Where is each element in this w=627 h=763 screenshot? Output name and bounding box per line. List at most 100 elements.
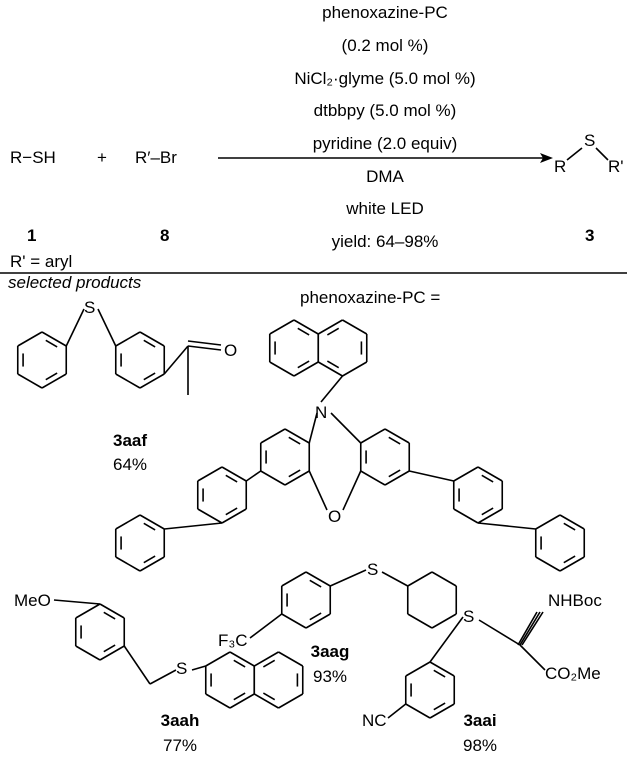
bond [308,412,318,444]
double-bond [225,474,238,483]
bond [187,345,222,351]
double-bond [143,555,156,564]
double-bond [388,469,401,478]
double-bond [143,372,156,381]
ring-bond [115,331,141,347]
ring-bond [281,613,307,629]
ring-bond [260,470,286,486]
atom-meo: MeO [14,591,51,610]
conditions: phenoxazine-PC (0.2 mol %) NiCl₂·glyme (… [294,3,475,251]
ring-bond [305,613,331,629]
bond [409,470,454,482]
ring-bond [535,556,561,572]
ring-bond [305,571,331,587]
double-bond [433,702,446,711]
bond [123,645,151,685]
product-labels: 3aaf 64% 3aag 93% 3aah 77% 3aai 98% [113,431,497,755]
product-s: S [584,131,595,150]
double-bond [297,327,310,336]
atom-labels: S O N O S F₃C MeO S NC S NHBoc CO₂Me [14,298,602,730]
ring-bond [429,703,455,719]
ring-bond [75,603,101,619]
ring-bond [269,319,295,335]
bond [381,571,409,587]
ring-bond [139,373,165,389]
product-id-3aag: 3aag [311,642,350,661]
ring-bond [260,428,286,444]
ring-bond [477,466,503,482]
double-bond [309,612,322,621]
double-bond [563,522,576,531]
ring-bond [197,508,223,524]
ring-bond [360,428,386,444]
double-bond [225,507,238,516]
ring-bond [431,571,457,587]
bond [329,569,367,587]
ring-bond [293,361,319,377]
ring-bond [75,645,101,661]
product-id-3aah: 3aah [161,711,200,730]
ring-bond [115,556,141,572]
ring-bond [317,361,343,377]
atom-o: O [224,341,237,360]
ring-bond [293,319,319,335]
wedge-bond [519,611,541,646]
ring-bond [360,470,386,486]
double-bond [309,579,322,588]
bond [429,616,464,663]
ring-bond [284,470,310,486]
product-yield-3aaf: 64% [113,455,147,474]
bond [187,340,222,346]
atom-s: S [84,298,95,317]
ring-bond [205,651,231,667]
bond [163,345,189,375]
r-prime-note: R' = aryl [10,252,72,271]
ring-bond [115,514,141,530]
double-bond [233,659,246,668]
bond [478,619,521,646]
reaction-arrow [218,153,553,163]
plus-sign: + [97,148,107,167]
bond [519,644,546,671]
product-id-3aaf: 3aaf [113,431,147,450]
bond [249,613,283,639]
bond [308,470,328,511]
product-r: R [554,157,566,176]
ring-bond [278,651,304,667]
ring-bond [139,556,165,572]
atom-cf3: F₃C [218,631,248,650]
ring-bond [453,508,479,524]
double-bond [103,611,116,620]
wedge-bond [517,611,538,646]
bond [477,522,536,530]
ring-bond [205,693,231,709]
double-bond [326,360,340,369]
condition-line: white LED [345,199,423,218]
condition-line: NiCl₂·glyme (5.0 mol %) [294,69,475,88]
double-bond [103,644,116,653]
double-bond [481,507,494,516]
atom-s: S [367,560,378,579]
ring-bond [99,645,125,661]
double-bond [326,327,340,336]
ring-bond [221,508,247,524]
double-bond [481,474,494,483]
condition-line: phenoxazine-PC [322,3,448,22]
atom-co2me: CO₂Me [545,664,601,683]
ring-bond [281,571,307,587]
ring-bond [278,693,304,709]
double-bond [233,692,246,701]
compound-label-3: 3 [585,226,594,245]
wedge-bond [521,611,544,646]
ring-bond [115,373,141,389]
bond [149,669,177,685]
bond [342,470,362,511]
ring-bond [41,331,67,347]
ring-bond [139,514,165,530]
atom-o: O [328,507,341,526]
bond [53,599,101,605]
double-bond [45,339,58,348]
double-bond [288,436,301,445]
